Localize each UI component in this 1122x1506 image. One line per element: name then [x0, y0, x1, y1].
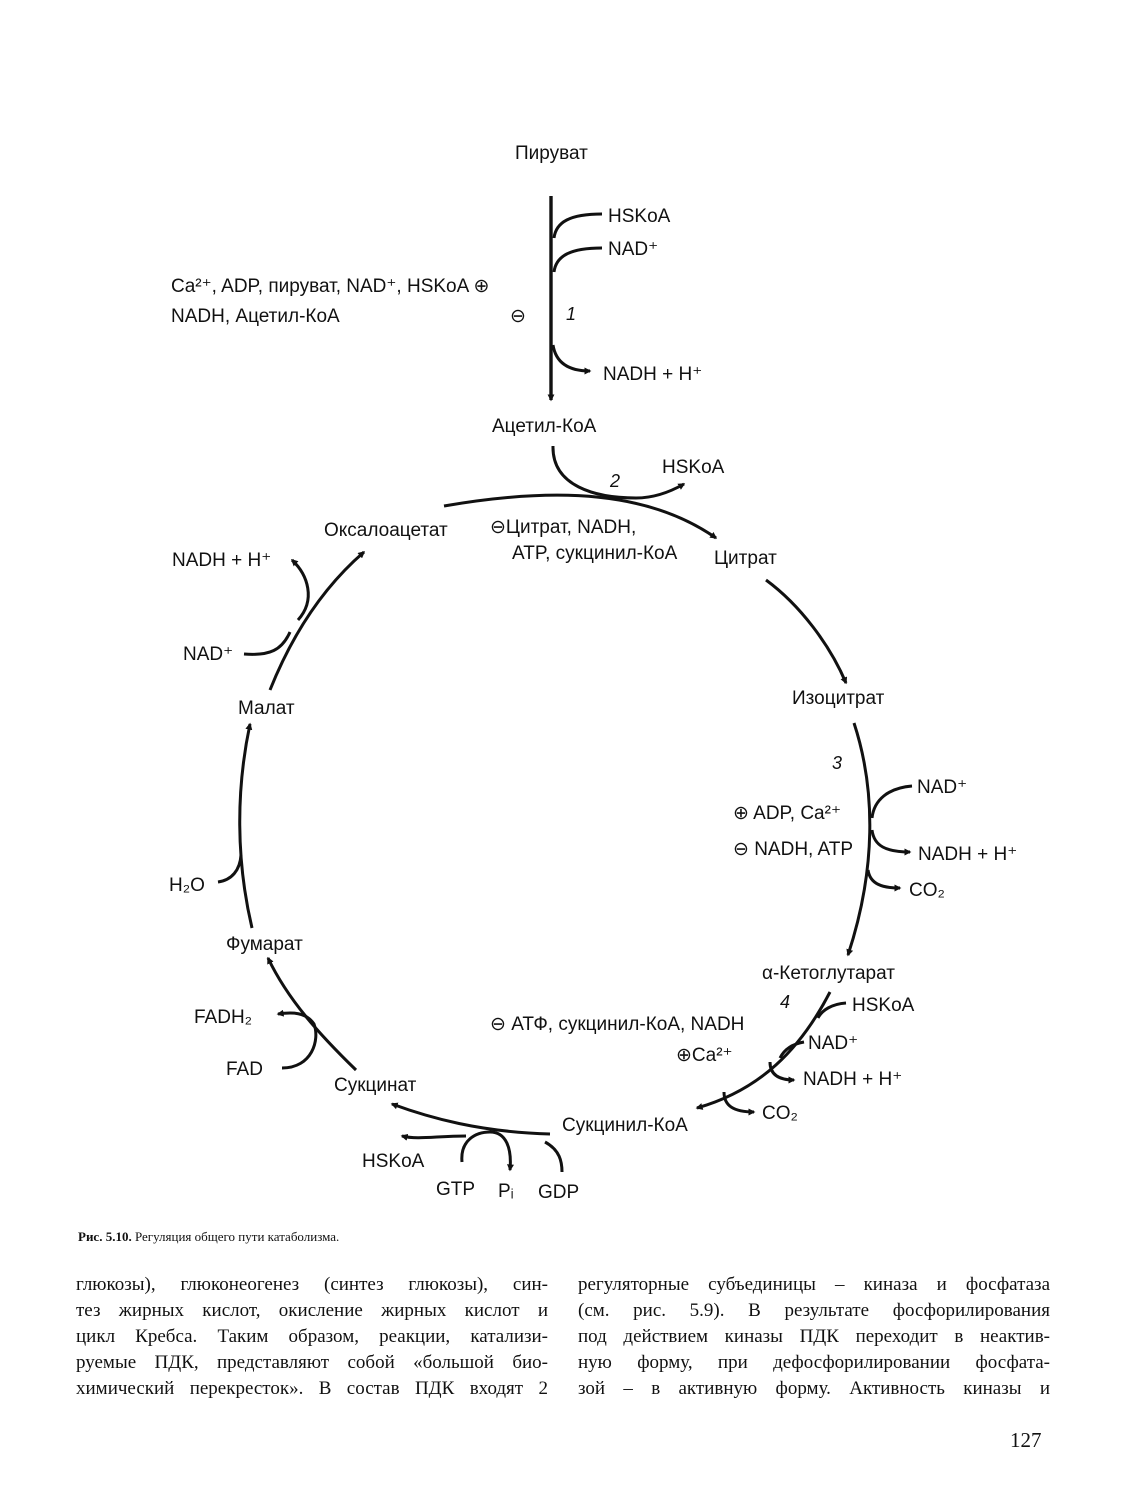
- acetyl-coa-label: Ацетил-КоА: [492, 416, 597, 437]
- step3-number: 3: [832, 753, 842, 773]
- succinate-label: Сукцинат: [334, 1075, 417, 1096]
- step1-hskoa-label: HSKoA: [608, 206, 671, 227]
- right-text-column: регуляторные субъединицы – киназа и фосф…: [578, 1272, 1050, 1402]
- step4-nadh-label: NADH + H⁺: [803, 1069, 902, 1090]
- step4-activator: ⊕Ca²⁺: [676, 1045, 733, 1066]
- figure-caption: Рис. 5.10. Регуляция общего пути катабол…: [78, 1229, 339, 1245]
- fumarate-label: Фумарат: [226, 934, 303, 955]
- isocitrate-label: Изоцитрат: [792, 688, 885, 709]
- figure-caption-text: Регуляция общего пути катаболизма.: [134, 1229, 340, 1244]
- text-line: руемые ПДК, представляют собой «большой …: [76, 1352, 548, 1373]
- malate-nad-label: NAD⁺: [183, 644, 233, 665]
- step4-number: 4: [780, 992, 790, 1012]
- text-line: (см. рис. 5.9). В результате фосфорилиро…: [578, 1300, 1050, 1321]
- step3-inhibitors: ⊖ NADH, ATP: [733, 839, 853, 860]
- fad-label: FAD: [226, 1059, 263, 1080]
- succ-gtp-label: GTP: [436, 1179, 475, 1200]
- step4-inhibitors: ⊖ АТФ, сукцинил-КоА, NADH: [490, 1014, 744, 1035]
- text-line: химический перекресток». В состав ПДК вх…: [76, 1378, 548, 1399]
- pyruvate-label: Пируват: [515, 143, 588, 164]
- step4-co2-label: CO₂: [762, 1103, 798, 1124]
- step1-number: 1: [566, 304, 576, 324]
- step3-co2-label: CO₂: [909, 880, 945, 901]
- text-line: под действием киназы ПДК переходит в неа…: [578, 1326, 1050, 1347]
- text-line: регуляторные субъединицы – киназа и фосф…: [578, 1274, 1050, 1295]
- malate-to-oxaloacetate-arrows: [243, 550, 366, 691]
- step4-hskoa-label: HSKoA: [852, 995, 915, 1016]
- catabolism-regulation-diagram: Пируват HSKoA NAD⁺ Ca²⁺, ADP, пируват, N…: [169, 143, 1017, 1203]
- oxaloacetate-label: Оксалоацетат: [324, 520, 448, 541]
- step1-nad-label: NAD⁺: [608, 239, 658, 260]
- step1-activators: Ca²⁺, ADP, пируват, NAD⁺, HSKoA ⊕: [171, 276, 489, 297]
- step2-arrows: [443, 445, 718, 540]
- figure-caption-label: Рис. 5.10.: [78, 1229, 132, 1244]
- step3-nadh-label: NADH + H⁺: [918, 844, 1017, 865]
- succinate-to-fumarate-arrows: [266, 956, 358, 1072]
- succ-gdp-label: GDP: [538, 1182, 579, 1203]
- step3-arrows: [846, 722, 913, 957]
- left-text-column: глюкозы), глюконеогенез (синтез глюкозы)…: [76, 1272, 548, 1402]
- step3-activators: ⊕ ADP, Ca²⁺: [733, 803, 841, 824]
- fumarate-to-malate-arrows: [217, 722, 254, 929]
- fadh2-label: FADH₂: [194, 1007, 252, 1028]
- h2o-label: H₂O: [169, 875, 205, 896]
- step2-inhibitors-line2: ATP, сукцинил-КоА: [512, 543, 678, 564]
- citrate-label: Цитрат: [714, 548, 777, 569]
- text-line: ную форму, при дефосфорилировании фосфат…: [578, 1352, 1050, 1373]
- succ-hskoa-label: HSKoA: [362, 1151, 425, 1172]
- step3-nad-label: NAD⁺: [917, 777, 967, 798]
- step4-arrows: [695, 991, 847, 1116]
- succinyl-coa-to-succinate-arrows: [390, 1102, 564, 1173]
- page-number: 127: [1010, 1428, 1042, 1452]
- text-line: тез жирных кислот, окисление жирных кисл…: [76, 1300, 548, 1321]
- step1-inhibitors: NADH, Ацетил-КоА: [171, 306, 340, 327]
- step2-hskoa-label: HSKoA: [662, 457, 725, 478]
- malate-nadh-label: NADH + H⁺: [172, 550, 271, 571]
- text-line: зой – в активную форму. Активность киназ…: [578, 1378, 1050, 1399]
- citrate-to-isocitrate-arrow: [765, 578, 848, 685]
- text-line: цикл Кребса. Таким образом, реакции, кат…: [76, 1326, 548, 1347]
- step1-inhibitor-sign: ⊖: [510, 306, 526, 327]
- step1-arrows: [547, 196, 603, 402]
- alpha-ketoglutarate-label: α-Кетоглутарат: [762, 963, 895, 984]
- step2-number: 2: [609, 471, 620, 491]
- text-line: глюкозы), глюконеогенез (синтез глюкозы)…: [76, 1274, 548, 1295]
- step2-inhibitors-line1: ⊖Цитрат, NADH,: [490, 517, 636, 538]
- malate-label: Малат: [238, 698, 295, 719]
- step1-nadh-label: NADH + H⁺: [603, 364, 702, 385]
- step4-nad-label: NAD⁺: [808, 1033, 858, 1054]
- succ-pi-label: Pᵢ: [498, 1181, 514, 1202]
- succinyl-coa-label: Сукцинил-КоА: [562, 1115, 688, 1136]
